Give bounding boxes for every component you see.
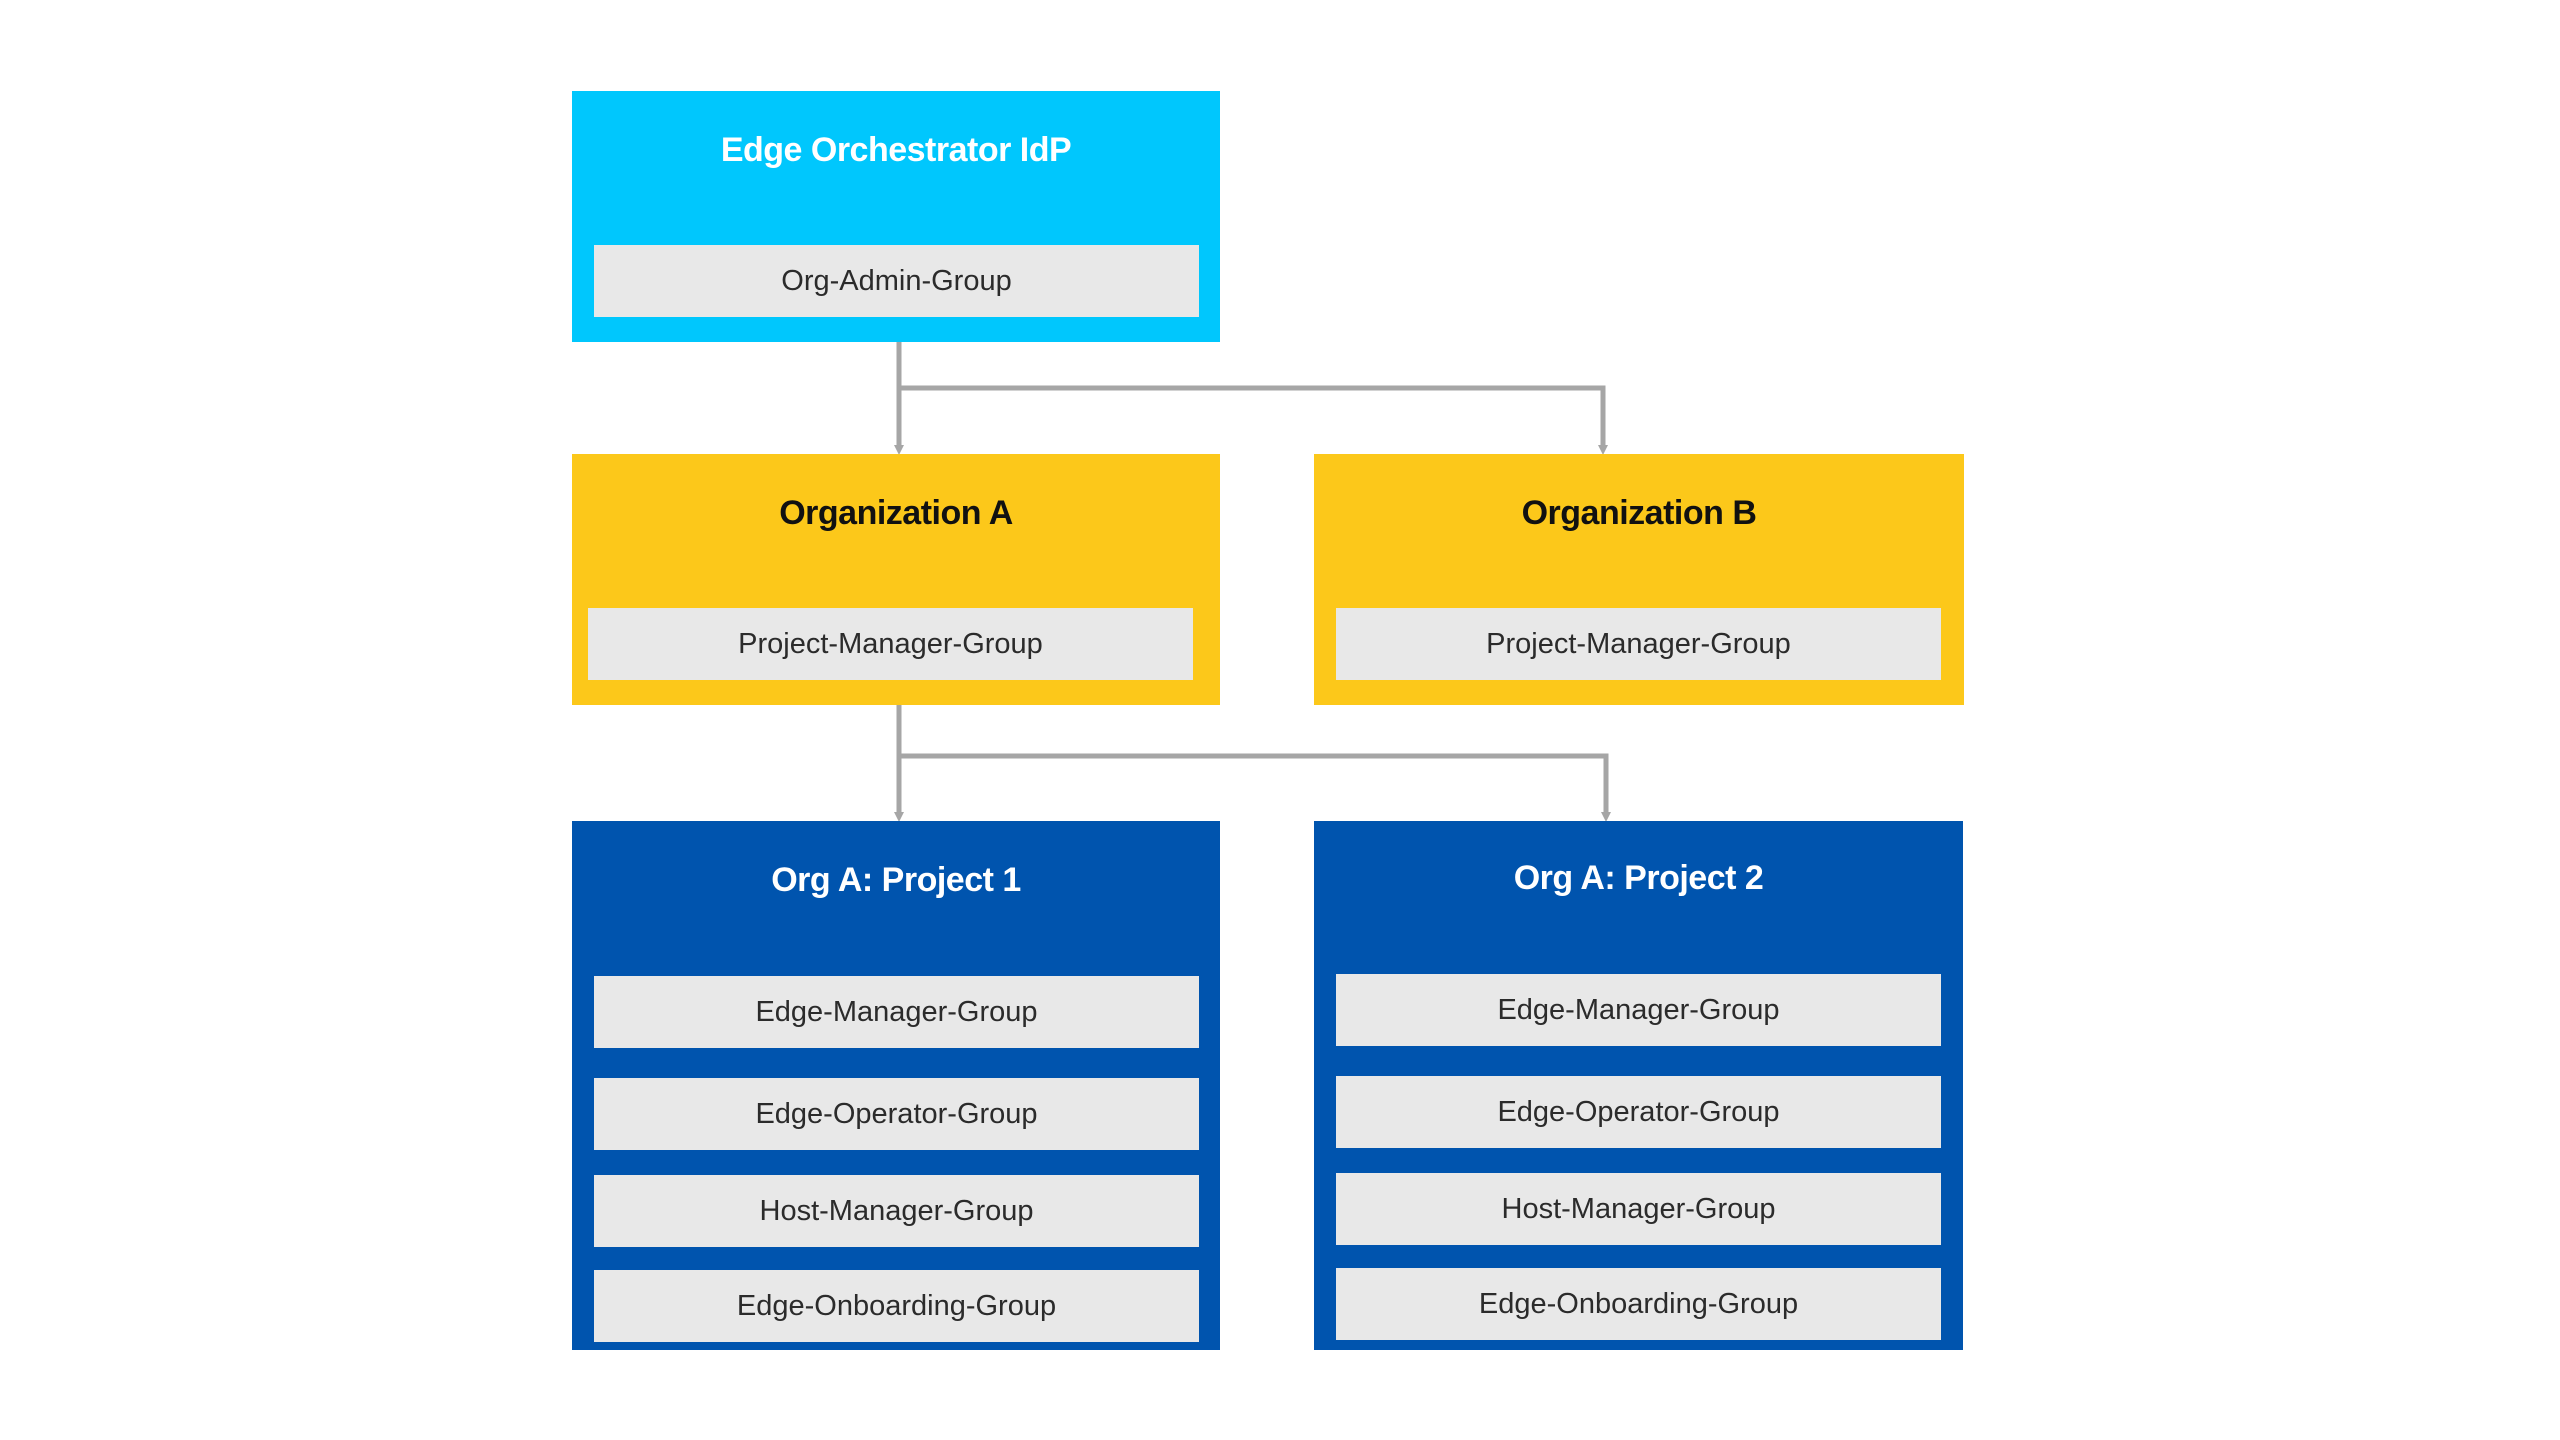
idp-title: Edge Orchestrator IdP [720,131,1072,169]
project-1-title: Org A: Project 1 [771,861,1021,899]
project-2-edge-operator-group: Edge-Operator-Group [1336,1076,1941,1148]
project-2-box: Org A: Project 2 Edge-Manager-Group Edge… [1314,821,1963,1350]
project-1-box: Org A: Project 1 Edge-Manager-Group Edge… [572,821,1220,1350]
connector-idp-to-org-b [899,385,1608,455]
project-2-edge-manager-group: Edge-Manager-Group [1336,974,1941,1046]
project-2-title: Org A: Project 2 [1513,859,1764,897]
organization-a-title: Organization A [779,494,1013,532]
org-b-project-manager-group: Project-Manager-Group [1336,608,1941,680]
project-1-edge-onboarding-group: Edge-Onboarding-Group [594,1270,1199,1342]
connector-org-a-to-project-2 [899,753,1611,822]
org-admin-group: Org-Admin-Group [594,245,1199,317]
project-1-edge-operator-group: Edge-Operator-Group [594,1078,1199,1150]
project-1-edge-manager-group: Edge-Manager-Group [594,976,1199,1048]
project-1-host-manager-group: Host-Manager-Group [594,1175,1199,1247]
idp-box: Edge Orchestrator IdP Org-Admin-Group [572,91,1220,342]
org-a-project-manager-group: Project-Manager-Group [588,608,1193,680]
project-2-host-manager-group: Host-Manager-Group [1336,1173,1941,1245]
organization-b-box: Organization B Project-Manager-Group [1314,454,1964,705]
project-2-edge-onboarding-group: Edge-Onboarding-Group [1336,1268,1941,1340]
organization-b-title: Organization B [1521,494,1757,532]
organization-a-box: Organization A Project-Manager-Group [572,454,1220,705]
